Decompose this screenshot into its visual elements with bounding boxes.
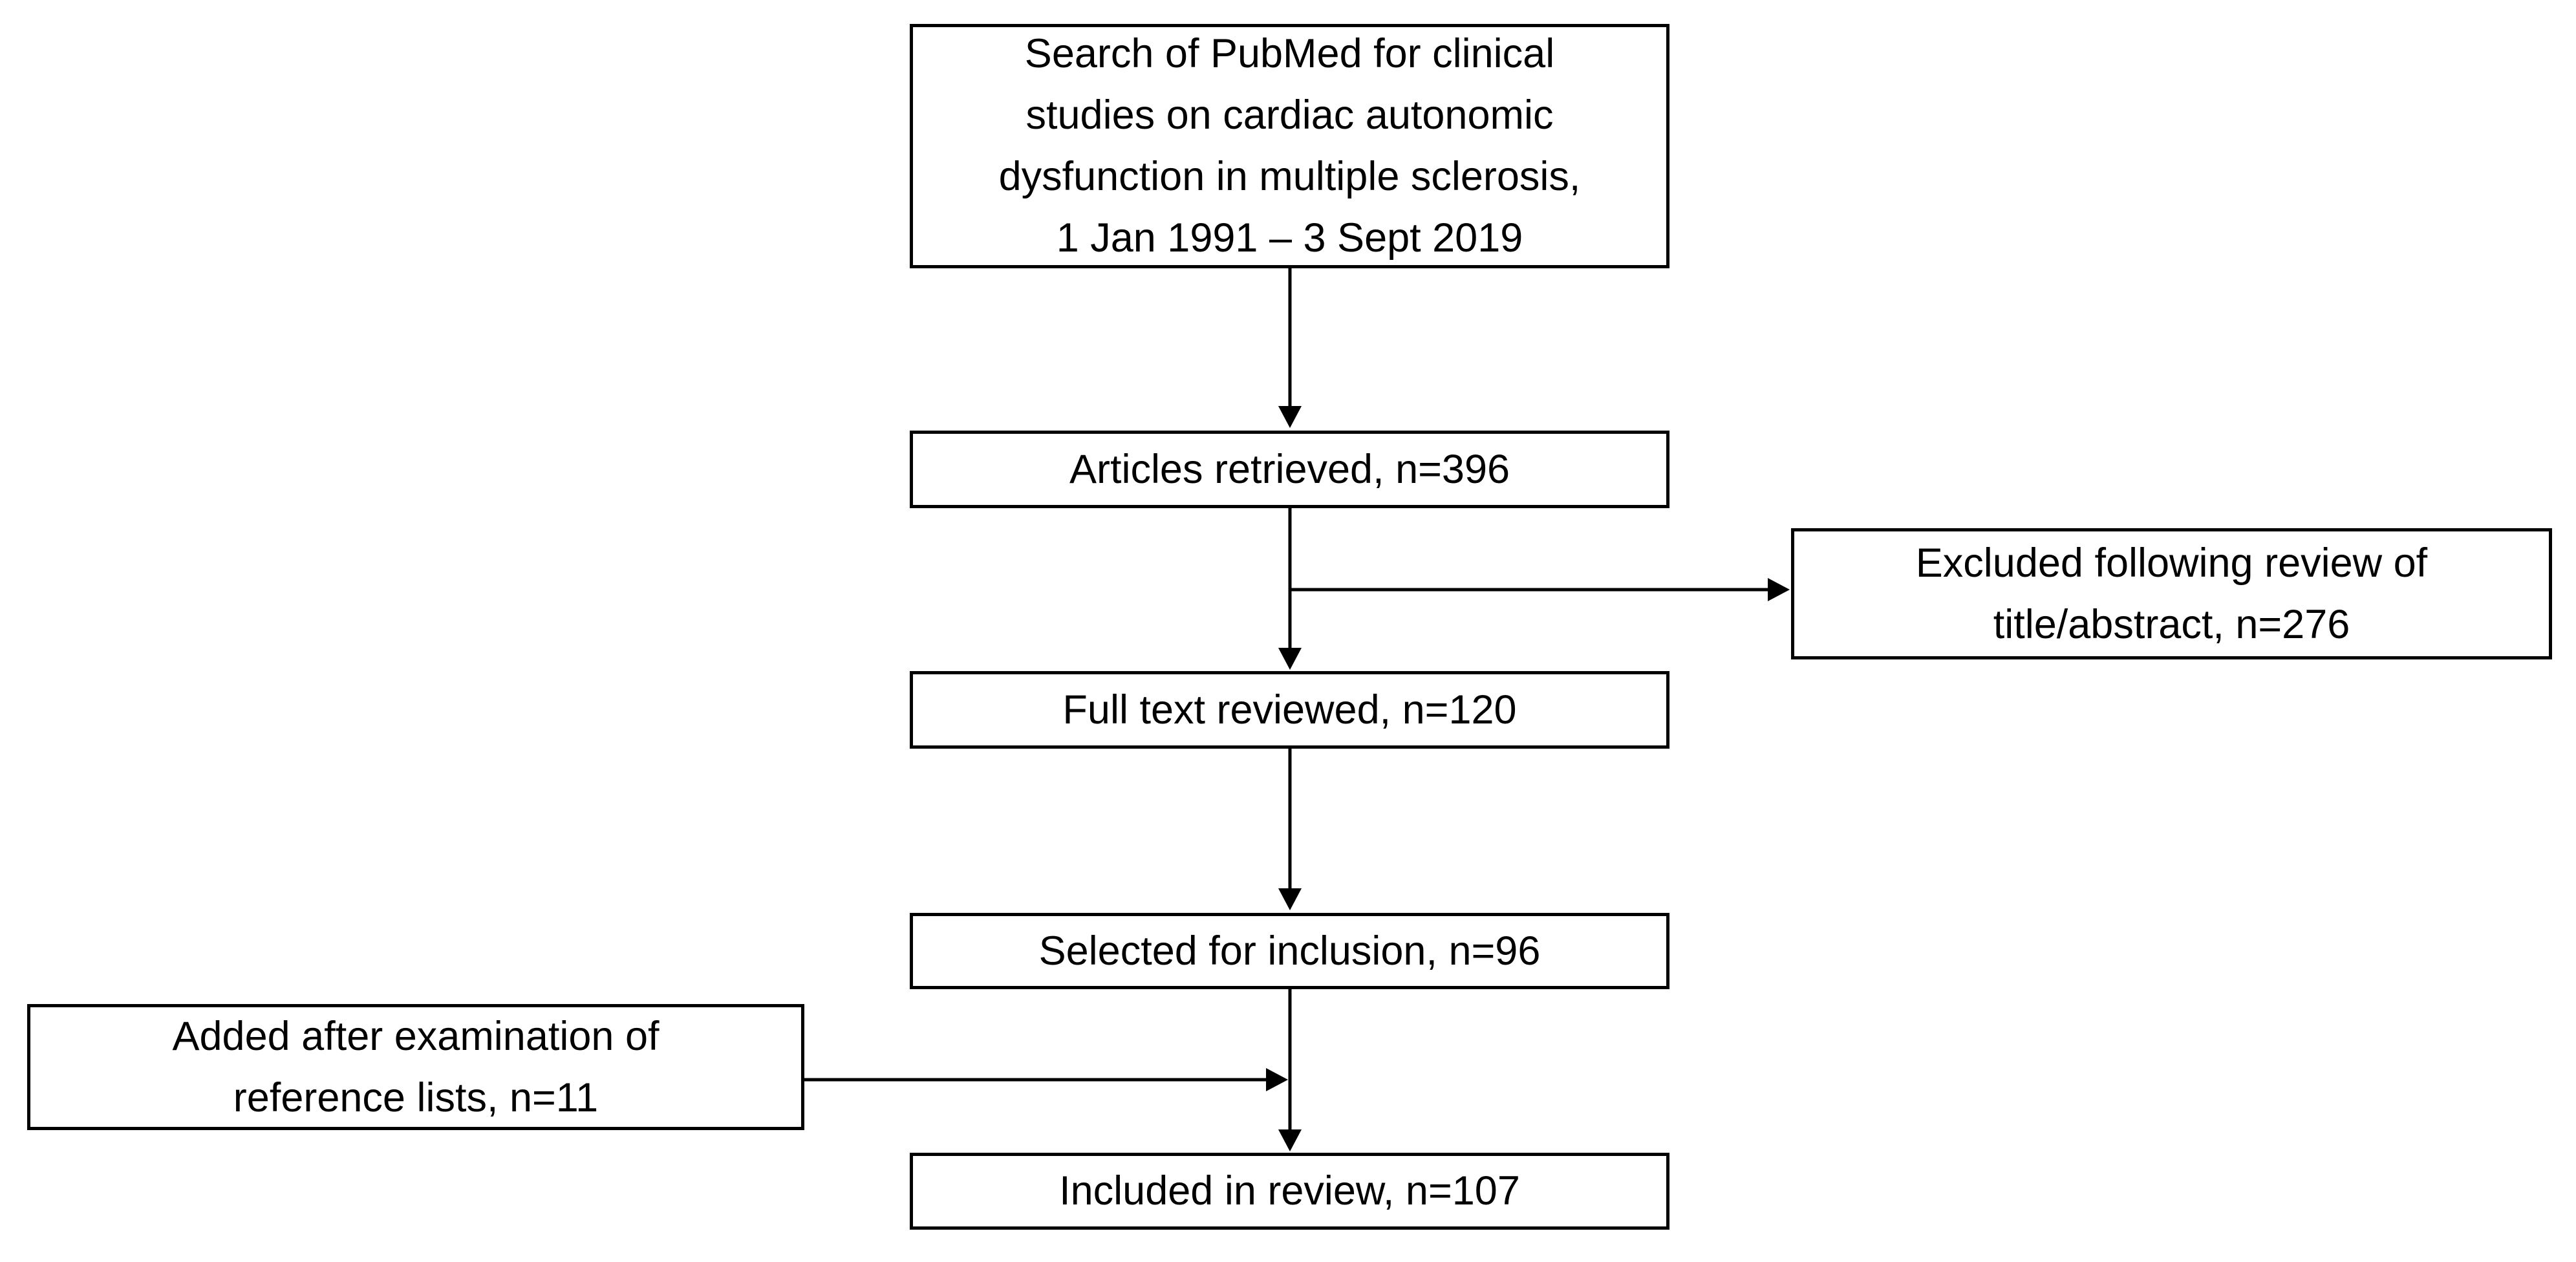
- arrowhead-search-to-retrieved: [1278, 406, 1302, 428]
- node-included-in-review-label: Included in review, n=107: [1059, 1168, 1520, 1214]
- node-articles-retrieved: Articles retrieved, n=396: [910, 431, 1669, 508]
- arrowhead-selected-to-included: [1278, 1129, 1302, 1151]
- node-search-line: dysfunction in multiple sclerosis,: [998, 154, 1581, 199]
- node-search-line: Search of PubMed for clinical: [1024, 31, 1555, 76]
- node-search-line: studies on cardiac autonomic: [1025, 92, 1554, 138]
- arrowhead-retrieved-to-excluded: [1768, 578, 1790, 601]
- node-added-from-references-line: reference lists, n=11: [233, 1075, 599, 1120]
- node-fulltext-reviewed: Full text reviewed, n=120: [910, 671, 1669, 749]
- node-search-line: 1 Jan 1991 – 3 Sept 2019: [1056, 215, 1523, 261]
- node-added-from-references: Added after examination of reference lis…: [27, 1004, 804, 1130]
- node-selected-for-inclusion-label: Selected for inclusion, n=96: [1038, 928, 1541, 974]
- arrowhead-retrieved-to-fulltext: [1278, 648, 1302, 670]
- node-articles-retrieved-label: Articles retrieved, n=396: [1069, 446, 1510, 492]
- node-fulltext-reviewed-label: Full text reviewed, n=120: [1062, 687, 1517, 733]
- node-excluded: Excluded following review of title/abstr…: [1791, 528, 2552, 659]
- node-search: Search of PubMed for clinical studies on…: [910, 24, 1669, 268]
- node-included-in-review: Included in review, n=107: [910, 1153, 1669, 1230]
- node-excluded-line: title/abstract, n=276: [1993, 601, 2350, 647]
- arrowhead-added-to-included: [1266, 1068, 1288, 1091]
- arrowhead-fulltext-to-selected: [1278, 888, 1302, 910]
- node-excluded-line: Excluded following review of: [1915, 540, 2428, 586]
- node-added-from-references-line: Added after examination of: [172, 1013, 660, 1059]
- node-selected-for-inclusion: Selected for inclusion, n=96: [910, 913, 1669, 989]
